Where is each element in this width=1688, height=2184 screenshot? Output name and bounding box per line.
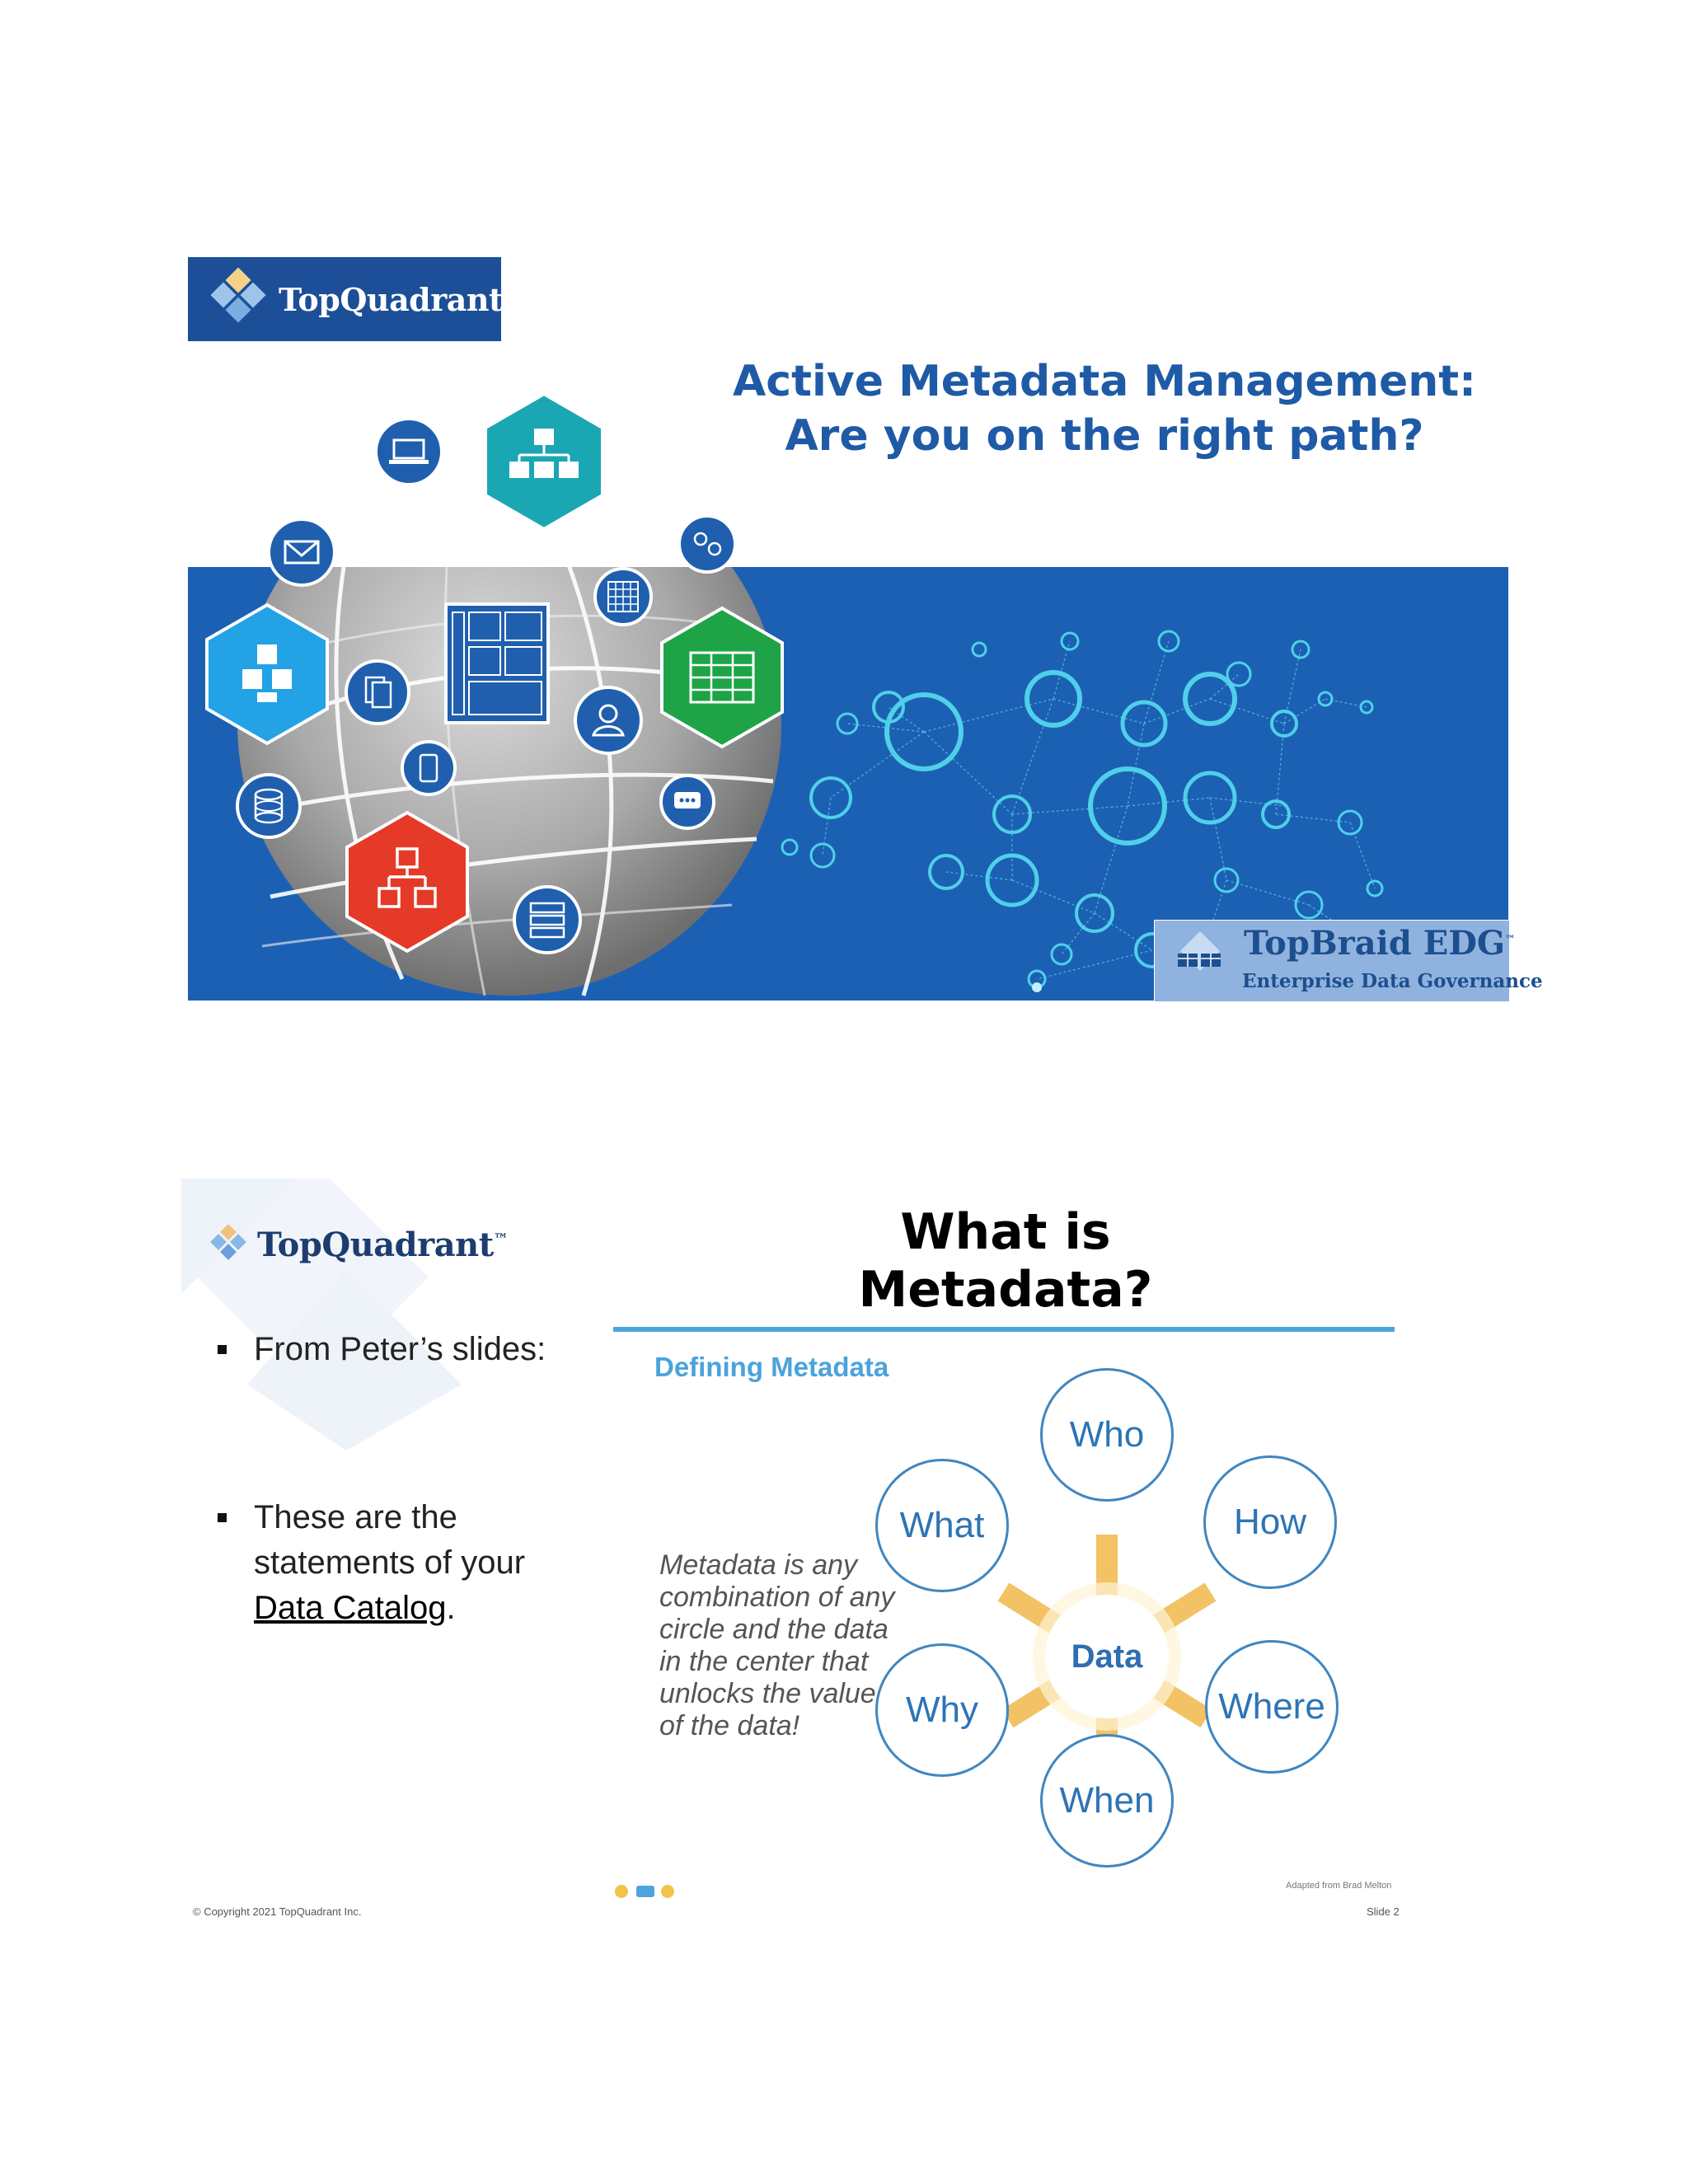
logo-text: TopQuadrant™ [257,1225,509,1264]
bullet-marker [218,1345,227,1354]
laptop-icon [374,417,443,486]
defining-metadata-panel: Defining Metadata Metadata is any combin… [613,1327,1408,1920]
topquadrant-logo: TopQuadrant™ [188,257,513,341]
users-chat-icon [678,514,737,574]
when-circle: When [1040,1734,1174,1868]
dashboard-icon [444,602,550,724]
bullet-2-text: These are the statements of your Data Ca… [254,1499,526,1626]
bullet-marker [218,1513,227,1522]
adapted-credit: Adapted from Brad Melton [1286,1881,1392,1891]
who-circle: Who [1040,1368,1174,1502]
hierarchy-icon [345,810,469,954]
how-circle: How [1203,1455,1337,1589]
topquadrant-logo: TopQuadrant™ [206,1221,509,1268]
bullet-2: These are the statements of your Data Ca… [218,1495,564,1631]
logo-diamonds-icon [206,266,272,332]
why-circle: Why [875,1643,1009,1777]
globe-icons [205,391,784,954]
data-catalog-link[interactable]: Data Catalog [254,1590,447,1626]
bullet-1: From Peter’s slides: [218,1327,546,1372]
topbraid-edg-badge: TopBraid EDG™ Enterprise Data Governance [1154,920,1543,1002]
background-diamonds [181,1179,462,1451]
grid-icon [593,567,653,626]
cubes-icon [205,602,329,746]
logo-diamonds-icon [210,1224,246,1260]
envelope-icon [267,518,336,587]
panel-accent-bar [613,1327,1395,1332]
edg-subtitle: Enterprise Data Governance [1242,970,1543,992]
slide-number: Slide 2 [1367,1905,1400,1918]
panel-description: Metadata is any combination of any circl… [659,1549,895,1741]
spreadsheet-icon [660,606,784,749]
documents-icon [345,659,410,725]
panel-title: Defining Metadata [654,1352,889,1382]
server-icon [513,885,582,954]
edg-logo-icon [1178,930,1221,972]
title-slide: TopQuadrant™ Active Metadata Management:… [0,0,1688,1030]
data-center-circle: Data [1045,1595,1169,1718]
chat-bubble-icon [659,774,715,830]
where-circle: Where [1205,1640,1339,1774]
user-icon [574,686,643,755]
title-line-1: Active Metadata Management: [733,357,1476,406]
footer-dots-icon [613,1881,679,1906]
logo-text: TopQuadrant™ [279,280,513,318]
edg-title: TopBraid EDG™ [1244,924,1516,963]
tablet-icon [401,740,457,796]
slide-title: Active Metadata Management: Are you on t… [709,354,1500,463]
connector-rays [997,1535,1217,1774]
org-chart-icon [484,391,604,532]
what-circle: What [875,1459,1009,1592]
title-line-2: Are you on the right path? [785,411,1424,461]
metadata-slide: TopQuadrant™ What is Metadata? From Pete… [181,1179,1418,1929]
slide-title: What is Metadata? [858,1203,1153,1319]
copyright-footer: © Copyright 2021 TopQuadrant Inc. [193,1905,362,1918]
bullet-1-text: From Peter’s slides: [254,1331,546,1367]
database-icon [236,773,302,839]
